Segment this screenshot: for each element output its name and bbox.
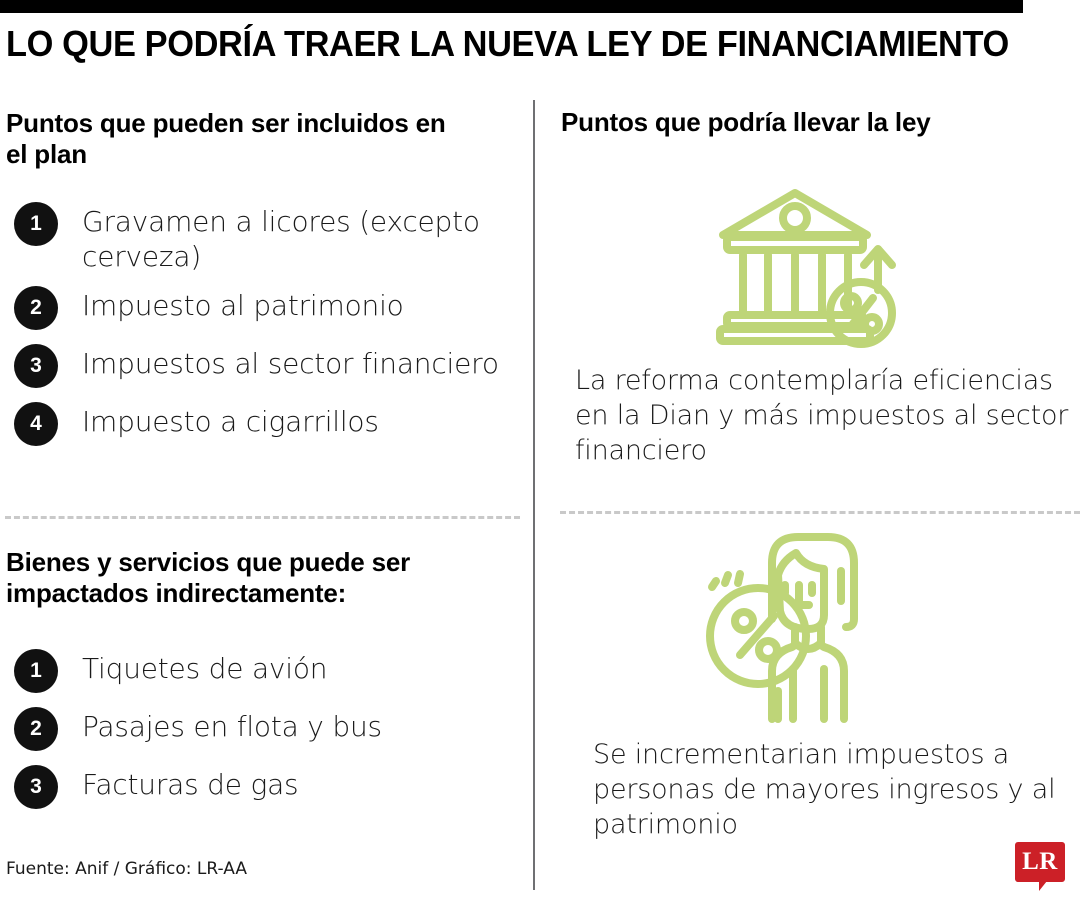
left-section2-heading: Bienes y servicios que puede ser impacta… [6, 547, 411, 608]
list-item-label: Gravamen a licores (excepto cerveza) [82, 205, 480, 273]
list-item-label: Tiquetes de avión [82, 652, 328, 685]
list-item: 3 Impuestos al sector financiero [14, 342, 533, 388]
bank-percent-arrow-icon [535, 180, 1080, 355]
list-item-label: Impuestos al sector financiero [82, 347, 499, 380]
list-number-badge: 3 [14, 344, 58, 388]
list-item: 4 Impuesto a cigarrillos [14, 400, 533, 446]
page-title: LO QUE PODRÍA TRAER LA NUEVA LEY DE FINA… [6, 23, 1009, 64]
list-item: 2 Pasajes en flota y bus [14, 705, 382, 751]
right-column-heading: Puntos que podría llevar la ley [561, 107, 931, 137]
list-item: 3 Facturas de gas [14, 763, 382, 809]
right-block-bank-caption: La reforma contemplaría eficiencias en l… [575, 365, 1069, 466]
lr-logo-text: LR [1022, 848, 1058, 875]
list-number-badge: 1 [14, 649, 58, 693]
list-item-label: Impuesto a cigarrillos [82, 405, 379, 438]
list-item-label: Pasajes en flota y bus [82, 710, 382, 743]
list-number-badge: 2 [14, 707, 58, 751]
right-block-person-caption: Se incrementarian impuestos a personas d… [593, 739, 1056, 840]
list-number-badge: 3 [14, 765, 58, 809]
list-number-badge: 4 [14, 402, 58, 446]
left-section2-list: 1 Tiquetes de avión 2 Pasajes en flota y… [14, 647, 382, 821]
list-item: 1 Gravamen a licores (excepto cerveza) [14, 200, 533, 274]
lr-logo: LR [1015, 842, 1065, 891]
source-credit: Fuente: Anif / Gráfico: LR-AA [6, 859, 248, 879]
right-dashed-divider [560, 511, 1080, 514]
list-number-badge: 1 [14, 202, 58, 246]
list-item-label: Facturas de gas [82, 768, 299, 801]
list-number-badge: 2 [14, 286, 58, 330]
list-item: 1 Tiquetes de avión [14, 647, 382, 693]
list-item-label: Impuesto al patrimonio [82, 289, 404, 322]
column-vertical-divider [533, 100, 535, 890]
left-column: Puntos que pueden ser incluidos en el pl… [0, 95, 533, 900]
lr-logo-tail [1039, 881, 1047, 891]
list-item: 2 Impuesto al patrimonio [14, 284, 533, 330]
left-section1-list: 1 Gravamen a licores (excepto cerveza) 2… [14, 200, 533, 458]
right-block-person: Se incrementarian impuestos a personas d… [535, 520, 1080, 842]
left-section1-heading: Puntos que pueden ser incluidos en el pl… [6, 108, 446, 169]
right-column: Puntos que podría llevar la ley [535, 95, 1080, 900]
right-block-bank: La reforma contemplaría eficiencias en l… [535, 180, 1080, 468]
person-percent-icon [535, 520, 1080, 725]
left-dashed-divider [5, 516, 520, 519]
top-black-bar [0, 0, 1023, 13]
lr-logo-bubble [1015, 842, 1065, 882]
